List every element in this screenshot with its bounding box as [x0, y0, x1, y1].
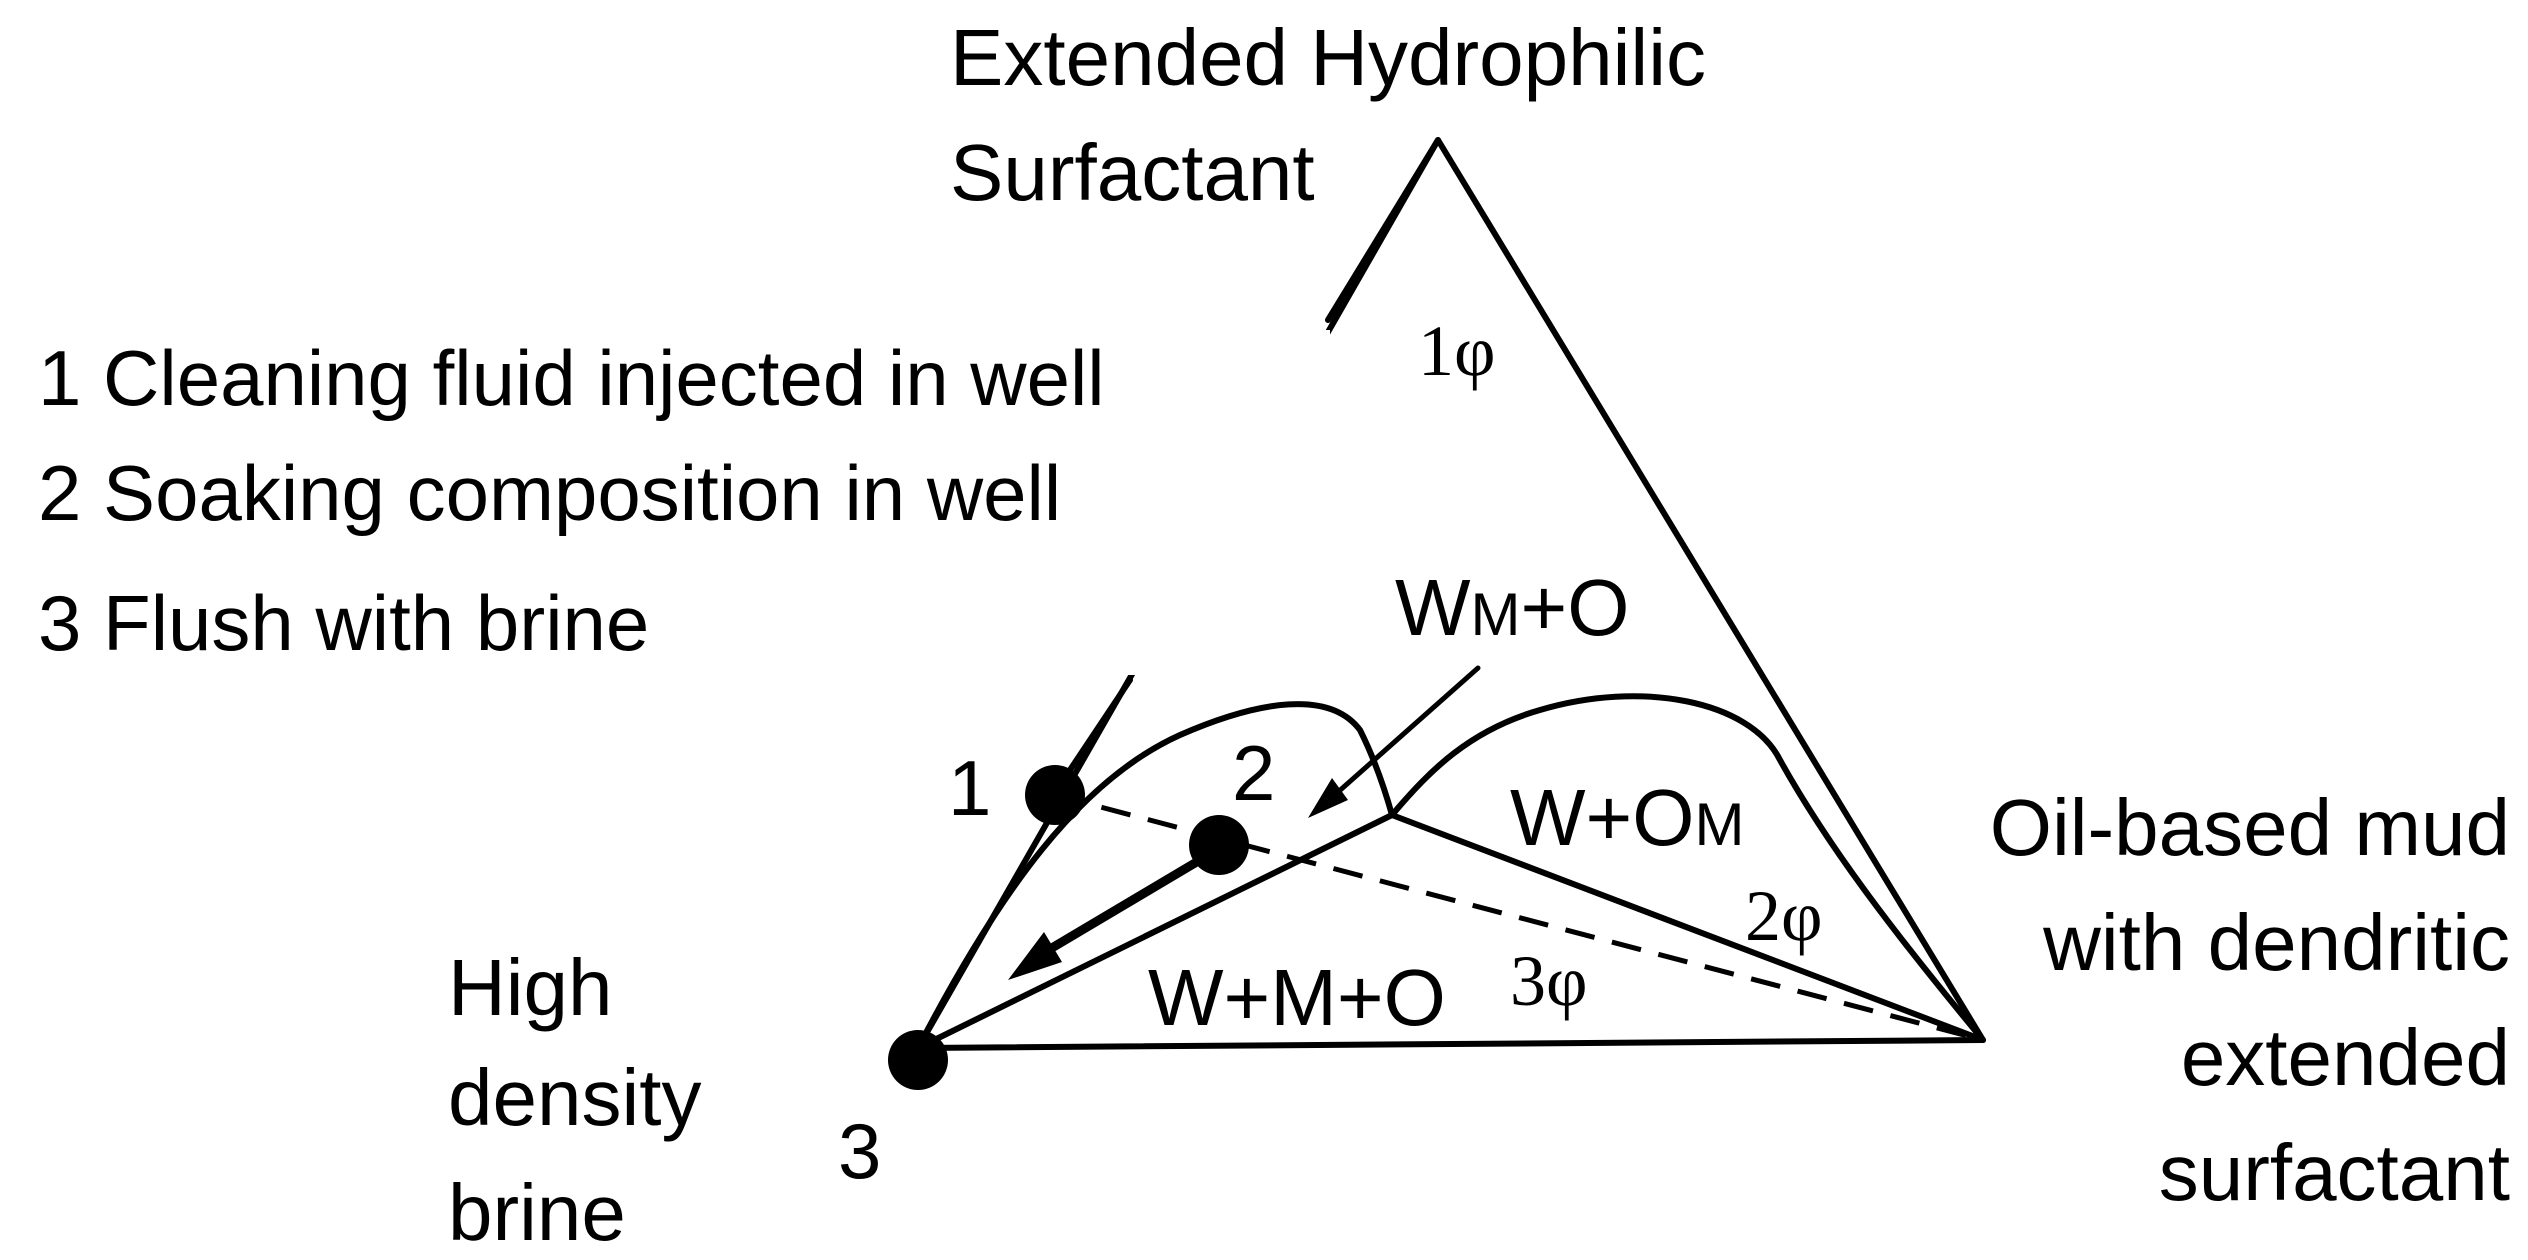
one-phase-label: 1φ [1418, 311, 1496, 391]
wm-o-pointer-arrow [1317, 665, 1481, 811]
flush-arrowhead [1008, 932, 1062, 980]
top-vertex-label-line1: Extended Hydrophilic [950, 13, 1706, 102]
wm-o-label: WM+O [1395, 563, 1629, 652]
top-vertex-label-line2: Surfactant [950, 128, 1315, 217]
legend-item-1: 1 Cleaning fluid injected in well [38, 334, 1105, 422]
two-phase-label: 2φ [1745, 876, 1823, 956]
w-om-label-sub: M [1694, 791, 1744, 858]
point-1-label: 1 [948, 744, 991, 832]
right-vertex-label-line3: extended [2181, 1013, 2510, 1102]
wm-o-label-sub: M [1471, 581, 1521, 648]
point-2-label: 2 [1232, 729, 1275, 817]
point-1-marker [1025, 765, 1085, 825]
wm-o-pointer-arrowhead [1308, 778, 1348, 818]
right-vertex-label-line2: with dendritic [2042, 898, 2510, 987]
w-om-label-main: W+O [1510, 773, 1694, 862]
wm-o-label-tail: +O [1521, 563, 1630, 652]
w-om-label: W+OM [1510, 773, 1744, 862]
right-lobe-curve [1389, 693, 1986, 1043]
three-phase-label: 3φ [1510, 941, 1588, 1021]
right-vertex-label-line4: surfactant [2159, 1128, 2510, 1217]
plait-to-mud-line [1389, 812, 1986, 1043]
left-vertex-label-line1: High [448, 943, 613, 1032]
wm-o-label-main: W [1395, 563, 1471, 652]
point-3-marker [888, 1030, 948, 1090]
left-vertex-label-line2: density [448, 1053, 701, 1142]
left-edge-upper [1325, 137, 1441, 323]
left-lobe-curve [915, 701, 1395, 1051]
brine-to-plait-line [915, 812, 1395, 1051]
flush-arrow [1037, 856, 1203, 959]
legend-item-3: 3 Flush with brine [38, 579, 649, 667]
legend-background [20, 330, 1330, 675]
right-vertex-label-line1: Oil-based mud [1990, 783, 2510, 872]
left-vertex-label-line3: brine [448, 1168, 626, 1257]
legend-item-2: 2 Soaking composition in well [38, 449, 1061, 537]
point-3-label: 3 [838, 1107, 881, 1195]
three-phase-region-label: W+M+O [1148, 953, 1446, 1042]
point-2-marker [1189, 815, 1249, 875]
